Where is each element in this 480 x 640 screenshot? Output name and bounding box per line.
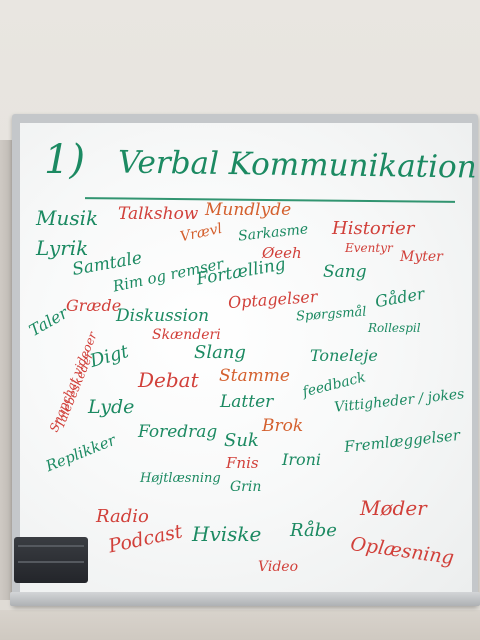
- word-video: Video: [258, 559, 299, 575]
- board-title: Verbal Kommunikation: [117, 144, 477, 186]
- word-stamme: Stamme: [219, 366, 290, 386]
- word-fnis: Fnis: [226, 454, 259, 472]
- word-myter: Myter: [400, 249, 443, 265]
- word-eventyr: Eventyr: [345, 241, 393, 255]
- word-skaenderi: Skænderi: [152, 327, 221, 343]
- word-oeeeh: Øeeh: [262, 244, 302, 262]
- word-grin: Grin: [230, 479, 262, 495]
- word-graede: Græde: [66, 296, 122, 315]
- wall-bracket: [0, 140, 14, 600]
- word-ironi: Ironi: [282, 450, 322, 469]
- word-lyde: Lyde: [88, 396, 135, 418]
- word-raabe: Råbe: [290, 520, 337, 541]
- word-talkshow: Talkshow: [118, 204, 199, 224]
- word-debat: Debat: [138, 368, 199, 392]
- word-historier: Historier: [332, 218, 415, 239]
- word-lyrik: Lyrik: [36, 236, 89, 260]
- word-latter: Latter: [220, 392, 274, 412]
- word-rollespil: Rollespil: [368, 321, 421, 335]
- wall: [0, 610, 480, 640]
- whiteboard-eraser: [14, 537, 88, 583]
- word-mundlyde: Mundlyde: [205, 200, 292, 220]
- list-number: 1): [44, 137, 86, 183]
- word-diskussion: Diskussion: [116, 306, 210, 326]
- word-musik: Musik: [36, 206, 99, 230]
- word-toneleje: Toneleje: [310, 346, 378, 365]
- marker-tray: [10, 592, 480, 606]
- word-radio: Radio: [96, 506, 149, 527]
- word-hoejtlaesning: Højtlæsning: [140, 471, 221, 486]
- word-sang: Sang: [323, 262, 367, 282]
- word-brok: Brok: [262, 416, 304, 436]
- word-moeder: Møder: [360, 496, 427, 520]
- word-slang: Slang: [194, 342, 246, 363]
- word-foredrag: Foredrag: [138, 422, 218, 442]
- word-suk: Suk: [224, 430, 259, 451]
- word-hviske: Hviske: [192, 522, 262, 546]
